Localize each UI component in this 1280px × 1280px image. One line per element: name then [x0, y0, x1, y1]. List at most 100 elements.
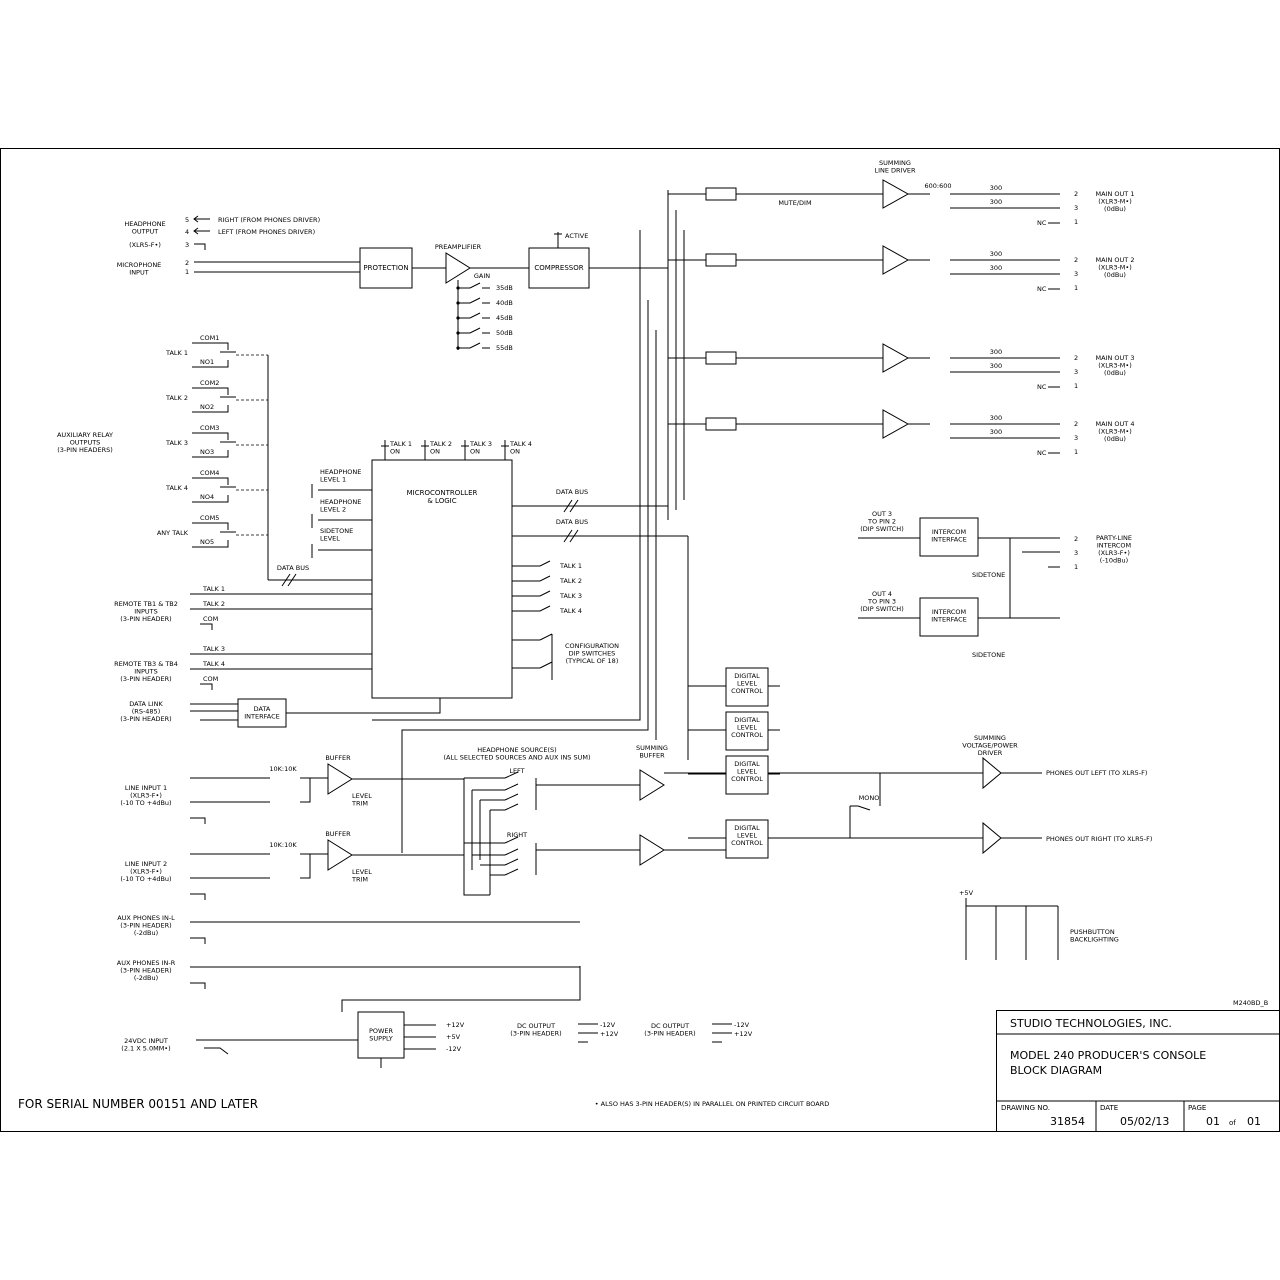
pin-number: 3 [1074, 270, 1078, 278]
microcontroller-block [371, 459, 513, 699]
headphone-right-label: RIGHT (FROM PHONES DRIVER) [218, 216, 320, 224]
nc-label: NC [1037, 449, 1047, 457]
phones-out-left-label: PHONES OUT LEFT (TO XLR5-F) [1046, 769, 1147, 777]
relay-com: COM5 [200, 514, 219, 522]
xfmr-10k-label: 10K:10K [269, 765, 297, 773]
data-bus-label-right2: DATA BUS [556, 518, 588, 526]
digital-level-control [725, 819, 769, 859]
buffer-triangle [327, 763, 353, 795]
summing-line-driver [882, 409, 910, 439]
aux-phones-label: AUX PHONES IN-R(3-PIN HEADER)(-2dBu) [117, 959, 176, 982]
hp-left-label: LEFT [509, 767, 524, 775]
resistor-300-label: 300 [990, 414, 1002, 422]
gain-option-label: 45dB [496, 314, 513, 322]
relay-no: NO1 [200, 358, 214, 366]
summing-buffer-right [639, 834, 665, 866]
resistor-300-label: 300 [990, 184, 1002, 192]
gain-option-label: 40dB [496, 299, 513, 307]
headphone-left-label: LEFT (FROM PHONES DRIVER) [218, 228, 315, 236]
mute-dim-label: MUTE/DIM [778, 199, 811, 207]
summing-line-driver [882, 245, 910, 275]
remote-talk-a: TALK 3 [202, 645, 225, 653]
digital-level-control [725, 711, 769, 751]
talk-switch-label: TALK 1 [559, 562, 582, 570]
data-bus-label-left: DATA BUS [277, 564, 309, 572]
dc-output-plus12: +12V [600, 1030, 619, 1038]
pin-number: 1 [1074, 382, 1078, 390]
preamp-triangle [445, 252, 471, 284]
relay-com: COM1 [200, 334, 219, 342]
sidetone-label: SIDETONE [972, 571, 1005, 579]
serial-number-note: FOR SERIAL NUMBER 00151 AND LATER [18, 1097, 258, 1111]
summing-buffer-left [639, 769, 665, 801]
power-p12: +12V [446, 1021, 465, 1029]
mono-label: MONO [859, 794, 880, 802]
power-p5: +5V [446, 1033, 461, 1041]
main-out-label: MAIN OUT 2(XLR3-M•)(0dBu) [1096, 256, 1135, 279]
talk-switch-label: TALK 2 [559, 577, 582, 585]
remote-com: COM [203, 615, 218, 623]
page-number: 01 [1206, 1115, 1220, 1128]
dc-output-label: DC OUTPUT(3-PIN HEADER) [644, 1022, 695, 1037]
remote-com: COM [203, 675, 218, 683]
resistor-300-label: 300 [990, 362, 1002, 370]
relay-no: NO3 [200, 448, 214, 456]
page-total: 01 [1247, 1115, 1261, 1128]
data-bus-label-right1: DATA BUS [556, 488, 588, 496]
company-name: STUDIO TECHNOLOGIES, INC. [1010, 1017, 1172, 1030]
protection-block [359, 247, 413, 289]
compressor-block [528, 247, 590, 289]
resistor-300-label: 300 [990, 250, 1002, 258]
aux-phones-list: AUX PHONES IN-L(3-PIN HEADER)(-2dBu)AUX … [117, 914, 580, 989]
line-input-label: LINE INPUT 1(XLR3-F•)(-10 TO +4dBu) [120, 784, 171, 807]
preamp-label: PREAMPLIFIER [435, 243, 482, 251]
phones-driver-right [982, 821, 1002, 855]
resistor-300-label: 300 [990, 348, 1002, 356]
digital-level-control [725, 755, 769, 795]
relay-name: TALK 1 [165, 349, 188, 357]
gain-option-label: 55dB [496, 344, 513, 352]
headphone-pin5: 5 [185, 216, 189, 224]
power-supply-block [357, 1011, 405, 1059]
xfmr-600-label: 600:600 [924, 182, 951, 190]
power-m12: -12V [446, 1045, 462, 1053]
data-interface-block [237, 698, 287, 728]
line-input-label: LINE INPUT 2(XLR3-F•)(-10 TO +4dBu) [120, 860, 171, 883]
active-led-label: ACTIVE [565, 232, 588, 240]
dc-output-plus12: +12V [734, 1030, 753, 1038]
headphone-pin4: 4 [185, 228, 189, 236]
summing-line-driver [882, 343, 910, 373]
remote-talk-b: TALK 4 [202, 660, 225, 668]
pin-number: 1 [1074, 448, 1078, 456]
relay-name: TALK 3 [165, 439, 188, 447]
headphone-conn-label: (XLR5-F•) [129, 241, 161, 249]
protection-label: PROTECTION [363, 264, 408, 272]
xfmr-10k-label: 10K:10K [269, 841, 297, 849]
dc-output-minus12: -12V [600, 1021, 616, 1029]
relay-name: ANY TALK [157, 529, 189, 537]
plus5v-label: +5V [959, 889, 974, 897]
